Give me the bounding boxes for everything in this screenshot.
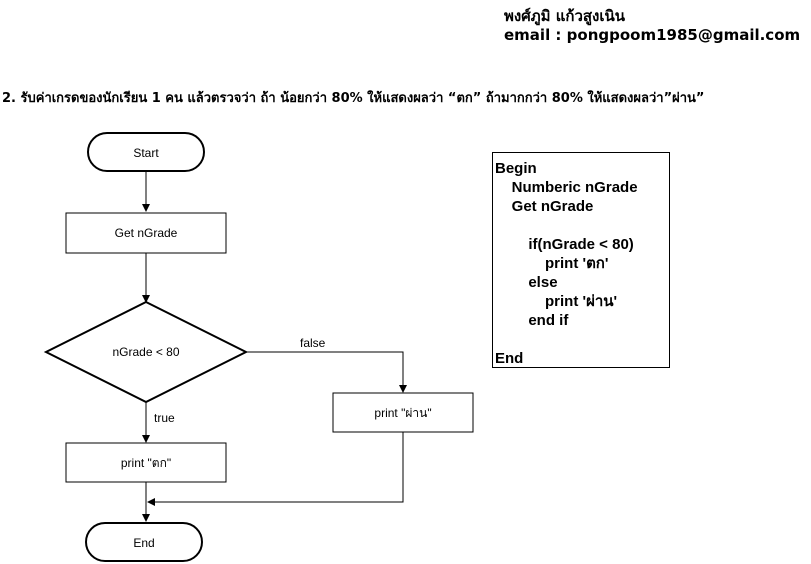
question-text: 2. รับค่าเกรดของนักเรียน 1 คน แล้วตรวจว่… xyxy=(2,91,705,106)
edge-false-merge xyxy=(147,432,404,506)
pseudocode-line xyxy=(495,330,667,349)
decision-diamond xyxy=(43,300,249,404)
true-branch-label: true xyxy=(154,411,175,425)
pseudocode-line xyxy=(495,216,667,235)
start-terminal xyxy=(87,132,205,172)
true-output-label: print "ตก" xyxy=(121,456,171,470)
false-output-box xyxy=(332,392,474,433)
decision-label: nGrade < 80 xyxy=(112,345,179,359)
edge-decision-false xyxy=(246,351,407,393)
author-email: email : pongpoom1985@gmail.com xyxy=(504,26,801,44)
pseudocode-line: End xyxy=(495,350,524,367)
false-output-label: print "ผ่าน" xyxy=(374,406,431,420)
false-branch-label: false xyxy=(300,336,326,350)
end-terminal xyxy=(85,522,203,562)
pseudocode-line: else xyxy=(495,274,558,291)
start-label: Start xyxy=(133,146,159,160)
end-label: End xyxy=(133,536,154,550)
true-output-box xyxy=(65,442,227,483)
pseudocode-line: Begin xyxy=(495,160,537,177)
pseudocode-line: Get nGrade xyxy=(495,198,594,215)
input-label: Get nGrade xyxy=(115,226,178,240)
author-block: พงศ์ภูมิ แก้วสูงเนิน email : pongpoom198… xyxy=(504,7,800,45)
pseudocode-line: end if xyxy=(495,312,569,329)
pseudocode-line: Numberic nGrade xyxy=(495,179,638,196)
pseudocode-line: print 'ผ่าน' xyxy=(495,293,618,310)
author-name: พงศ์ภูมิ แก้วสูงเนิน xyxy=(504,7,626,25)
pseudocode-line: print 'ตก' xyxy=(495,255,609,272)
pseudocode-box: Begin Numberic nGrade Get nGrade if(nGra… xyxy=(492,152,670,368)
pseudocode-line: if(nGrade < 80) xyxy=(495,236,634,253)
input-process xyxy=(65,212,227,254)
